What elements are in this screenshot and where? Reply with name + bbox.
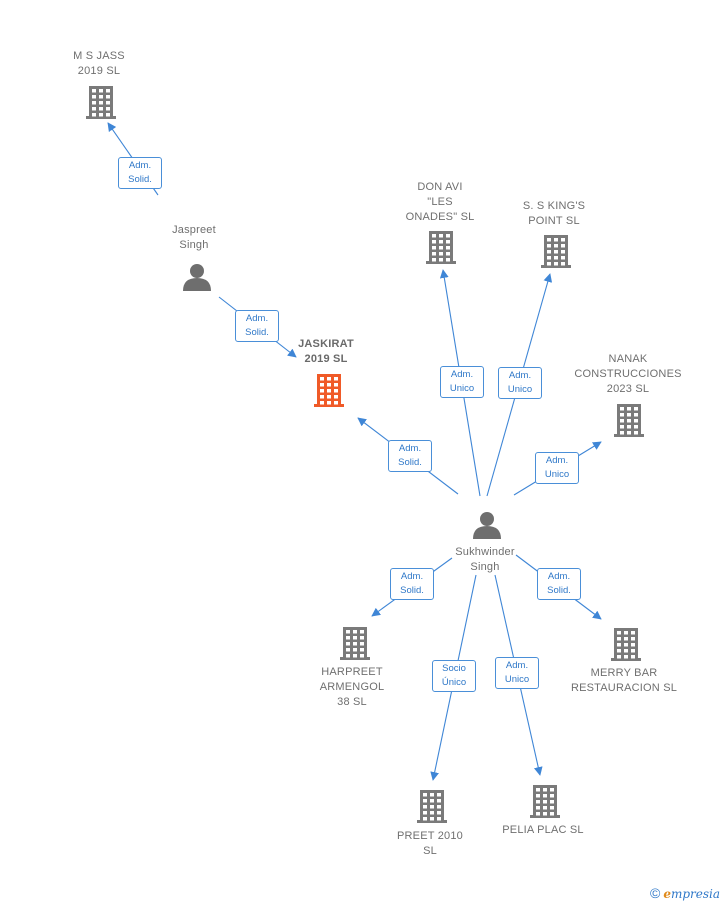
edge-label-adm-unico[interactable]: Adm. Unico (495, 657, 539, 689)
building-icon[interactable] (86, 86, 116, 119)
brand-name: mpresia (670, 887, 721, 901)
edge-label-line: Unico (544, 469, 570, 480)
node-label-line: JASKIRAT (298, 338, 354, 350)
person-icon[interactable] (473, 512, 501, 539)
edge-label-adm-unico[interactable]: Adm. Unico (440, 366, 484, 398)
edge-label-line: Unico (504, 674, 530, 685)
node-label-line: Singh (179, 239, 209, 251)
edge-label-line: Unico (507, 384, 533, 395)
node-label-line: HARPREET (321, 666, 383, 678)
node-label-nanak[interactable]: NANAK CONSTRUCCIONES 2023 SL (558, 352, 698, 397)
edge-label-line: Adm. (398, 443, 422, 454)
edge-label-adm-unico[interactable]: Adm. Unico (535, 452, 579, 484)
edge-label-line: Adm. (400, 571, 424, 582)
edge-label-line: Solid. (245, 327, 269, 338)
node-label-line: PREET 2010 (396, 830, 463, 842)
node-label-line: RESTAURACION SL (570, 682, 678, 694)
node-label-line: 38 SL (337, 696, 367, 708)
node-label-line: PELIA PLAC SL (502, 824, 584, 836)
building-icon[interactable] (614, 404, 644, 437)
building-icon-focus[interactable] (314, 374, 344, 407)
brand-initial: e (663, 887, 671, 901)
edge-label-line: Adm. (545, 455, 569, 466)
node-label-harpreet[interactable]: HARPREET ARMENGOL 38 SL (282, 665, 422, 710)
node-label-line: Singh (470, 561, 500, 573)
node-label-ms-jass[interactable]: M S JASS 2019 SL (29, 49, 169, 79)
node-label-line: S. S KING'S (522, 200, 586, 212)
edge-label-line: Solid. (400, 585, 424, 596)
edge-label-line: Solid. (128, 174, 152, 185)
node-label-pelia[interactable]: PELIA PLAC SL (473, 823, 613, 838)
edge-label-line: Adm. (450, 369, 474, 380)
icons-layer (86, 86, 644, 823)
building-icon[interactable] (541, 235, 571, 268)
edge-label-adm-solid[interactable]: Adm. Solid. (388, 440, 432, 472)
person-icon[interactable] (183, 264, 211, 291)
node-label-line: Sukhwinder (455, 546, 515, 558)
node-label-line: 2023 SL (606, 383, 650, 395)
building-icon[interactable] (611, 628, 641, 661)
node-label-line: 2019 SL (304, 353, 348, 365)
edge-label-line: Solid. (547, 585, 571, 596)
edge-label-line: Socio (442, 663, 466, 674)
node-label-ss-king[interactable]: S. S KING'S POINT SL (484, 199, 624, 229)
edge-label-line: Adm. (245, 313, 269, 324)
node-label-line: DON AVI (417, 181, 463, 193)
edge-label-line: Adm. (128, 160, 152, 171)
node-label-don-avi[interactable]: DON AVI "LES ONADES" SL (370, 180, 510, 225)
edge-label-adm-solid[interactable]: Adm. Solid. (390, 568, 434, 600)
edge-label-line: Unico (449, 383, 475, 394)
node-label-line: ONADES" SL (405, 211, 475, 223)
node-label-merry-bar[interactable]: MERRY BAR RESTAURACION SL (554, 666, 694, 696)
edge-label-adm-solid[interactable]: Adm. Solid. (537, 568, 581, 600)
building-icon[interactable] (417, 790, 447, 823)
empresia-brand[interactable]: ©empresia (650, 885, 720, 901)
edge-label-line: Solid. (398, 457, 422, 468)
node-label-jaskirat[interactable]: JASKIRAT 2019 SL (256, 337, 396, 367)
node-label-line: POINT SL (528, 215, 580, 227)
edge-label-line: Adm. (508, 370, 532, 381)
edge-label-adm-solid[interactable]: Adm. Solid. (235, 310, 279, 342)
node-label-line: MERRY BAR (590, 667, 658, 679)
node-label-line: SL (423, 845, 437, 857)
node-label-line: CONSTRUCCIONES (574, 368, 682, 380)
edge-label-line: Único (441, 677, 467, 688)
edge-label-line: Adm. (547, 571, 571, 582)
node-label-line: 2019 SL (77, 65, 121, 77)
node-label-line: "LES (427, 196, 453, 208)
edge-label-adm-unico[interactable]: Adm. Unico (498, 367, 542, 399)
node-label-line: Jaspreet (172, 224, 216, 236)
edge-label-line: Adm. (505, 660, 529, 671)
copyright-icon: © (650, 885, 661, 901)
building-icon[interactable] (530, 785, 560, 818)
edge-label-adm-solid[interactable]: Adm. Solid. (118, 157, 162, 189)
node-label-line: ARMENGOL (319, 681, 385, 693)
node-label-line: M S JASS (73, 50, 125, 62)
building-icon[interactable] (426, 231, 456, 264)
node-label-line: NANAK (608, 353, 648, 365)
building-icon[interactable] (340, 627, 370, 660)
